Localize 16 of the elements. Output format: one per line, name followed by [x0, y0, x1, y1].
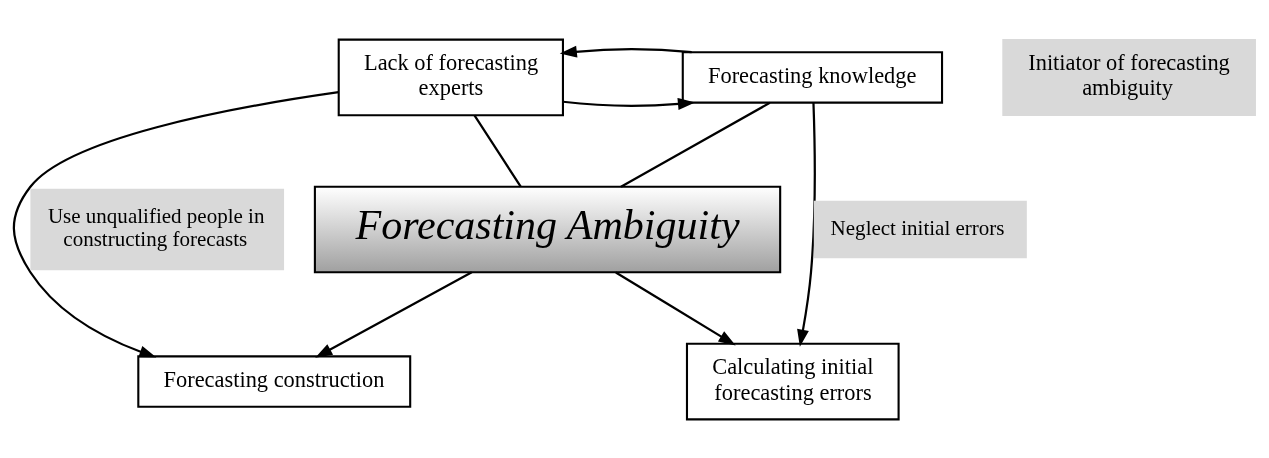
arrow [563, 97, 696, 110]
arrow [615, 271, 736, 345]
arrow [797, 102, 816, 347]
node-box: Calculating initial forecasting errors [685, 342, 900, 420]
edge-label: Neglect initial errors [830, 215, 1005, 240]
arrow [315, 270, 473, 358]
connector [620, 101, 771, 188]
node-box: Forecasting knowledge [681, 50, 944, 104]
node-box: Initiator of forecasting ambiguity [1002, 38, 1256, 116]
arrow [559, 45, 692, 58]
edge-label: Use unqualified people in constructing forecasts [47, 202, 265, 251]
node-box: Forecasting Ambiguity [313, 185, 782, 273]
arrow [12, 90, 339, 357]
connector [473, 114, 522, 187]
node-box: Lack of forecasting experts [337, 38, 564, 116]
node-box: Forecasting construction [137, 354, 412, 408]
